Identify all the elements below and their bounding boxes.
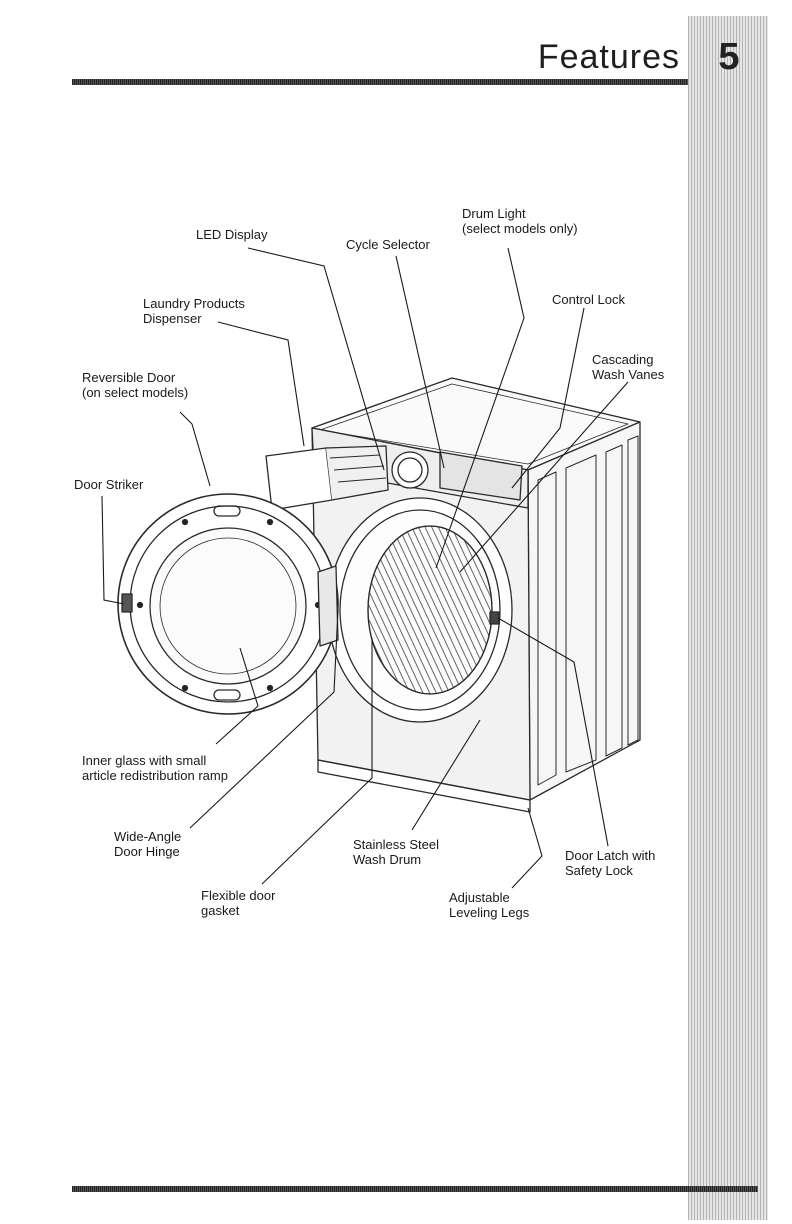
label-reversible-door: Reversible Door (on select models): [82, 370, 189, 400]
leader-dispenser: [217, 321, 305, 447]
door-hinge: [317, 565, 339, 647]
wash-drum-interior: [367, 525, 493, 695]
page-number: 5: [718, 36, 740, 78]
label-inner-glass: Inner glass with small article redistrib…: [82, 753, 228, 783]
footer-rule: [72, 1186, 758, 1192]
label-led-display: LED Display: [196, 227, 268, 242]
leader-inner-glass: [215, 647, 259, 745]
leader-gasket: [261, 638, 373, 885]
label-cascading-wash-vanes: Cascading Wash Vanes: [592, 352, 665, 382]
dispenser-drawer: [265, 447, 333, 511]
door-latch: [489, 611, 500, 625]
washer-side-panel: [527, 421, 641, 801]
label-flexible-door-gasket: Flexible door gasket: [201, 888, 276, 918]
cycle-selector-knob: [391, 451, 429, 489]
leader-door-striker: [101, 495, 125, 605]
leader-wash-drum: [411, 719, 481, 831]
label-control-lock: Control Lock: [552, 292, 625, 307]
leader-drum-light: [435, 247, 525, 569]
leader-led-display: [247, 247, 385, 471]
label-wide-angle-door-hinge: Wide-Angle Door Hinge: [114, 829, 182, 859]
leader-door-hinge: [189, 609, 339, 829]
header-rule: [72, 79, 688, 85]
leader-wash-vanes: [459, 381, 629, 573]
label-adjustable-leveling-legs: Adjustable Leveling Legs: [449, 890, 530, 920]
door-striker: [121, 593, 133, 613]
leader-control-lock: [511, 307, 585, 489]
door-glass: [149, 527, 307, 685]
leader-door-latch: [497, 617, 609, 847]
leader-leveling-legs: [511, 807, 543, 889]
label-door-striker: Door Striker: [74, 477, 144, 492]
label-door-latch: Door Latch with Safety Lock: [565, 848, 656, 878]
label-stainless-steel-wash-drum: Stainless Steel Wash Drum: [353, 837, 439, 867]
side-tab-strip: [688, 16, 768, 1220]
label-cycle-selector: Cycle Selector: [346, 237, 430, 252]
label-drum-light: Drum Light (select models only): [462, 206, 578, 236]
page-title: Features: [537, 38, 680, 76]
label-laundry-products-dispenser: Laundry Products Dispenser: [143, 296, 245, 326]
leader-reversible-door: [179, 411, 211, 487]
leader-cycle-selector: [395, 255, 445, 469]
